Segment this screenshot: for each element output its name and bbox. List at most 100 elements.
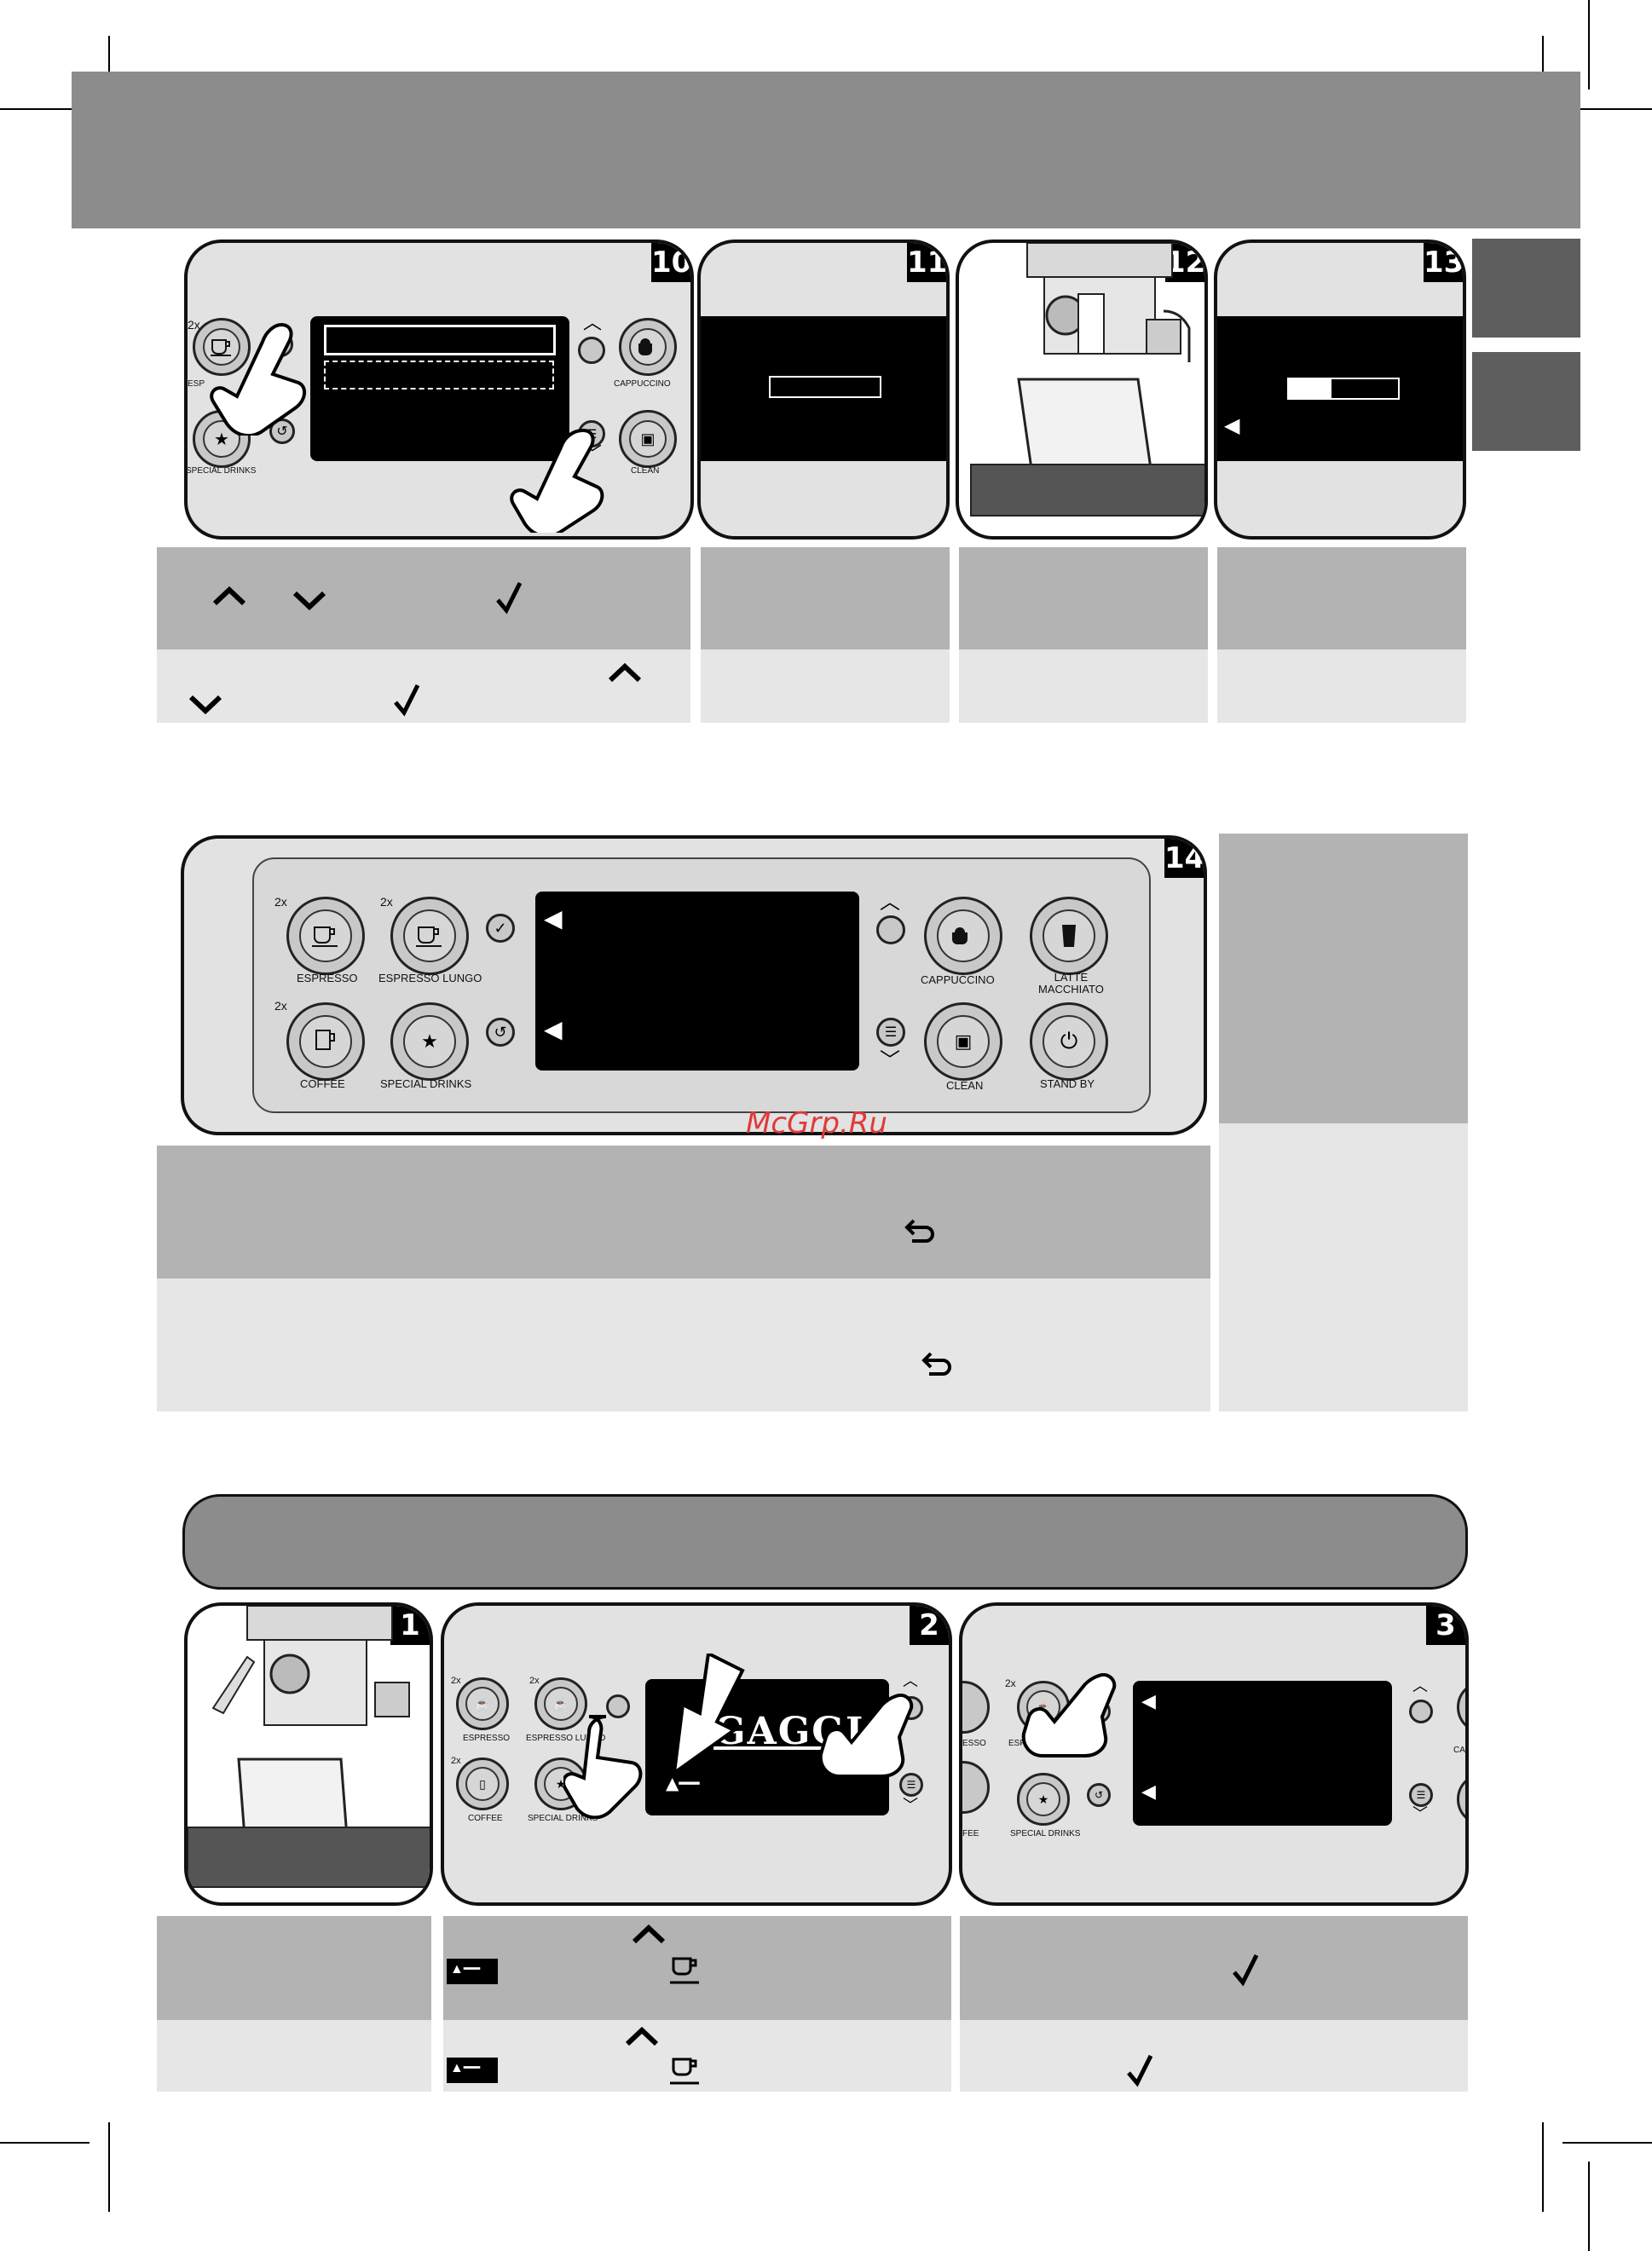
- arrow-left-icon: ◀: [1224, 413, 1240, 437]
- display-screen: [701, 316, 946, 461]
- clean-button[interactable]: [1457, 1773, 1465, 1826]
- step-number: 14: [1164, 839, 1204, 878]
- stand-by-button[interactable]: ⏻: [1030, 1002, 1108, 1081]
- coffee-button[interactable]: [962, 1761, 990, 1814]
- crop-mark: [1542, 2122, 1544, 2212]
- machine-milk-jug-drawing: [970, 243, 1204, 517]
- instruction-band: [157, 1916, 431, 2020]
- chevron-down-icon: [292, 591, 326, 611]
- label-2x: 2x: [188, 318, 200, 332]
- special-drinks-button[interactable]: ★: [390, 1002, 469, 1081]
- chevron-up-icon: [212, 586, 246, 606]
- step-1-illustration: 1: [184, 1602, 433, 1906]
- coffee-bean-button[interactable]: [578, 337, 605, 364]
- menu-button[interactable]: ☰: [1409, 1783, 1433, 1807]
- instruction-band: [959, 547, 1208, 649]
- arrow-down-icon: [672, 1654, 745, 1777]
- espresso-lungo-label: ESPRESSO LUNGO: [378, 972, 482, 984]
- coffee-label: COFFEE: [300, 1077, 345, 1090]
- display-screen: ◀ ◀: [535, 892, 859, 1071]
- instruction-band: [157, 1146, 1210, 1278]
- crop-mark: [0, 108, 90, 110]
- espresso-label: ESP: [188, 379, 205, 389]
- espresso-button[interactable]: [962, 1681, 990, 1734]
- step-number: 3: [1426, 1606, 1465, 1645]
- arrow-left-icon: ◀: [544, 1015, 563, 1043]
- check-icon: [1127, 2054, 1153, 2087]
- display-screen: ◀: [1217, 316, 1463, 461]
- latte-macchiato-button[interactable]: [1030, 897, 1108, 975]
- espresso-lungo-label: ESPRESSO LUNGO: [526, 1734, 606, 1743]
- machine-milk-jug-drawing: [188, 1606, 430, 1888]
- coffee-button[interactable]: [286, 1002, 365, 1081]
- espresso-button[interactable]: [193, 318, 251, 376]
- espresso-lungo-button[interactable]: [390, 897, 469, 975]
- side-tab-language: [1472, 239, 1580, 338]
- hand-pointer-icon: [510, 428, 604, 533]
- menu-item-selected: [324, 325, 556, 355]
- cup-icon: [952, 927, 968, 944]
- instruction-band: [960, 1916, 1468, 2020]
- special-drinks-label: SPECIAL DRINKS: [380, 1077, 472, 1090]
- watermark: McGrp.Ru: [746, 1106, 887, 1140]
- section-header-bar: [182, 1494, 1468, 1590]
- chevron-up-icon: ︿: [903, 1672, 918, 1690]
- step-number: 11: [907, 243, 946, 282]
- step-number: 2: [910, 1606, 949, 1645]
- clean-button[interactable]: ▣: [619, 410, 677, 468]
- hand-pointer-icon: [818, 1694, 914, 1778]
- espresso-button[interactable]: [286, 897, 365, 975]
- espresso-button[interactable]: ☕: [456, 1677, 509, 1730]
- special-drinks-label: SPECIAL DRINKS: [528, 1814, 598, 1823]
- chevron-down-icon: ﹀: [903, 1797, 918, 1815]
- back-button[interactable]: ↺: [486, 1018, 515, 1047]
- coffee-button[interactable]: ▯: [456, 1758, 509, 1810]
- check-icon: [496, 581, 523, 615]
- back-arrow-icon: [921, 1352, 951, 1376]
- cappuccino-button[interactable]: [1457, 1681, 1465, 1734]
- control-panel: 2x ESPRESSO 2x ESPRESSO LUNGO ✓ 2x COFFE…: [252, 857, 1151, 1113]
- instruction-band: [157, 1278, 1210, 1411]
- confirm-button[interactable]: ✓: [486, 914, 515, 943]
- special-drinks-button[interactable]: ★: [1017, 1773, 1070, 1826]
- step-3-illustration: 3 2x ESSO ☕ ESP FEE ★ SPECIAL DRINKS ↺ ◀…: [959, 1602, 1469, 1906]
- espresso-lungo-button[interactable]: ☕: [534, 1677, 587, 1730]
- mug-icon: [315, 1030, 335, 1050]
- instruction-band: [443, 1916, 951, 2020]
- cappuccino-button[interactable]: [924, 897, 1002, 975]
- coffee-label: FEE: [962, 1829, 979, 1838]
- cup-icon: [312, 926, 338, 947]
- label-2x: 2x: [451, 1756, 461, 1766]
- cup-icon: [416, 926, 442, 947]
- cappuccino-button[interactable]: [619, 318, 677, 376]
- confirm-button[interactable]: [606, 1694, 630, 1718]
- instruction-band: [960, 2020, 1468, 2092]
- side-note-band: [1219, 1123, 1468, 1411]
- espresso-label: ESPRESSO: [297, 972, 358, 984]
- cup-icon: [670, 1957, 699, 1984]
- cappuccino-label: CA: [1453, 1746, 1465, 1755]
- crop-mark: [1562, 2142, 1652, 2144]
- chevron-down-icon: ﹀: [880, 1048, 900, 1072]
- check-icon: [394, 684, 420, 717]
- step-number: 1: [390, 1606, 430, 1645]
- clean-label: CLEAN: [631, 466, 660, 476]
- crop-mark: [1588, 2162, 1590, 2251]
- label-2x: 2x: [1005, 1677, 1016, 1689]
- display-screen: ◀ ◀: [1133, 1681, 1392, 1826]
- menu-item: [324, 361, 554, 390]
- label-2x: 2x: [451, 1676, 461, 1686]
- instruction-band: [1217, 547, 1466, 649]
- coffee-bean-button[interactable]: [1409, 1700, 1433, 1723]
- cup-icon: [670, 2058, 699, 2085]
- coffee-bean-button[interactable]: [876, 915, 905, 944]
- clean-button[interactable]: ▣: [924, 1002, 1002, 1081]
- back-arrow-icon: [904, 1219, 934, 1243]
- instruction-band: [701, 649, 950, 723]
- espresso-label: ESPRESSO: [463, 1734, 511, 1743]
- back-button[interactable]: ↺: [1087, 1783, 1111, 1807]
- cappuccino-label: CAPPUCCINO: [614, 379, 671, 389]
- menu-button[interactable]: ☰: [876, 1018, 905, 1047]
- menu-button[interactable]: ☰: [899, 1773, 923, 1797]
- chevron-up-icon: [625, 2026, 659, 2046]
